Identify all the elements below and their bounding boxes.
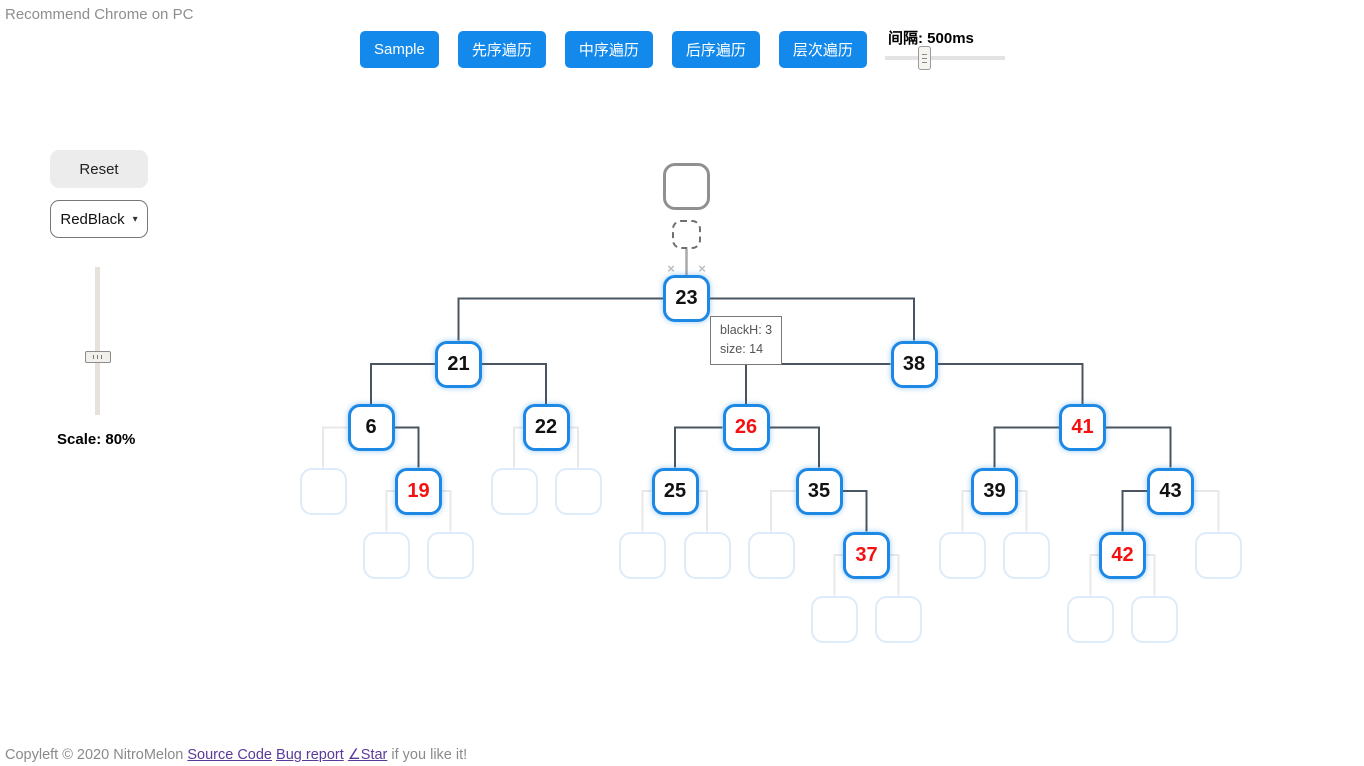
browser-recommendation-note: Recommend Chrome on PC	[5, 6, 194, 23]
empty-node[interactable]	[1003, 531, 1050, 579]
tree-node-25[interactable]: 25	[651, 467, 699, 515]
scale-slider-track[interactable]	[95, 267, 100, 415]
levelorder-button[interactable]: 层次遍历	[778, 31, 867, 68]
tree-node-43[interactable]: 43	[1147, 467, 1194, 515]
tree-node-35[interactable]: 35	[795, 467, 843, 515]
ghost-root-slot[interactable]	[663, 163, 710, 210]
chevron-down-icon: ▾	[132, 213, 138, 225]
tree-node-26[interactable]: 26	[722, 404, 770, 451]
scale-slider-thumb[interactable]	[85, 351, 111, 363]
interval-label: 间隔: 500ms	[888, 30, 974, 47]
empty-node[interactable]	[811, 595, 858, 643]
pending-node-placeholder[interactable]	[672, 220, 701, 249]
empty-node[interactable]	[554, 467, 602, 515]
tree-node-6[interactable]: 6	[347, 404, 395, 451]
close-icon[interactable]: ×	[698, 261, 706, 276]
empty-node[interactable]	[747, 531, 795, 579]
tree-node-37[interactable]: 37	[843, 531, 890, 579]
tooltip-size: size: 14	[720, 342, 764, 357]
empty-node[interactable]	[1131, 595, 1178, 643]
empty-node[interactable]	[427, 531, 474, 579]
tree-node-42[interactable]: 42	[1099, 531, 1146, 579]
tooltip-blackheight: blackH: 3	[720, 323, 773, 337]
footer: Copyleft © 2020 NitroMelon Source Code B…	[0, 747, 1364, 763]
tree-node-23[interactable]: 23	[663, 275, 710, 322]
scale-label: Scale: 80%	[57, 431, 136, 448]
tree-node-21[interactable]: 21	[435, 340, 482, 388]
tree-node-39[interactable]: 39	[971, 467, 1018, 515]
tree-type-value: RedBlack	[60, 210, 125, 228]
empty-node[interactable]	[299, 467, 347, 515]
tree-node-19[interactable]: 19	[395, 467, 442, 515]
empty-node[interactable]	[619, 531, 666, 579]
empty-node[interactable]	[490, 467, 538, 515]
node-tooltip: blackH: 3 size: 14	[710, 316, 783, 365]
interval-slider-thumb[interactable]	[918, 46, 931, 70]
reset-button[interactable]: Reset	[50, 150, 148, 188]
empty-node[interactable]	[363, 531, 410, 579]
toolbar-buttons: Sample 先序遍历中序遍历后序遍历层次遍历	[360, 31, 867, 68]
tree-node-41[interactable]: 41	[1059, 404, 1106, 451]
postorder-button[interactable]: 后序遍历	[671, 31, 760, 68]
empty-node[interactable]	[939, 531, 986, 579]
footer-suffix: if you like it!	[391, 747, 468, 763]
tree-node-22[interactable]: 22	[522, 404, 570, 451]
source-code-link[interactable]: Source Code	[187, 747, 272, 763]
close-icon[interactable]: ×	[667, 261, 675, 276]
empty-node[interactable]	[1195, 531, 1242, 579]
footer-copyright: Copyleft © 2020 NitroMelon	[5, 747, 184, 763]
star-link[interactable]: ∠Star	[347, 747, 388, 763]
sample-button[interactable]: Sample	[360, 31, 439, 68]
tree-type-select[interactable]: RedBlack ▾	[50, 200, 148, 238]
empty-node[interactable]	[1067, 595, 1114, 643]
empty-node[interactable]	[875, 595, 922, 643]
interval-slider-track[interactable]	[885, 56, 1005, 60]
bug-report-link[interactable]: Bug report	[276, 747, 344, 763]
empty-node[interactable]	[683, 531, 731, 579]
tree-node-38[interactable]: 38	[890, 340, 938, 388]
inorder-button[interactable]: 中序遍历	[564, 31, 653, 68]
interval-control: 间隔: 500ms	[885, 27, 1007, 70]
preorder-button[interactable]: 先序遍历	[457, 31, 546, 68]
